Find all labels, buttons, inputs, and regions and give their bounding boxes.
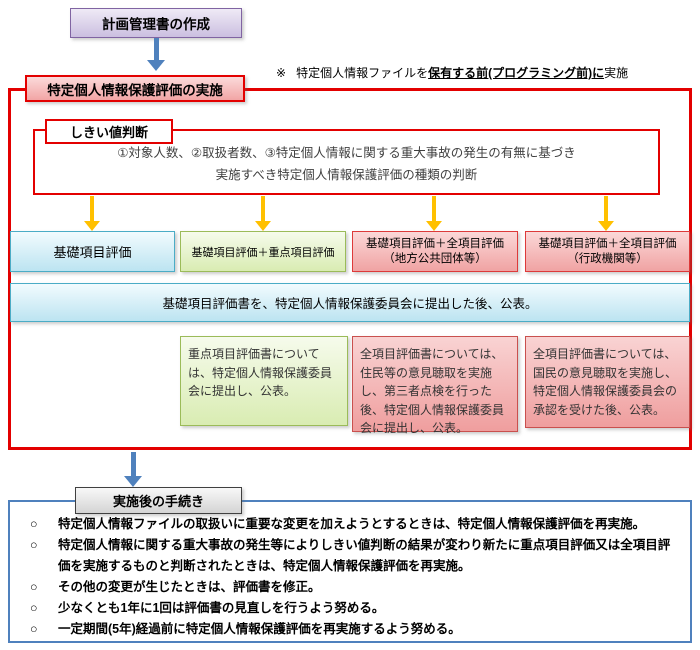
- plan-document-box: 計画管理書の作成: [70, 8, 242, 38]
- down-arrow-icon: [84, 196, 100, 231]
- circle-marker-icon: ○: [30, 622, 38, 636]
- threshold-line2: 実施すべき特定個人情報保護評価の種類の判断: [215, 167, 478, 182]
- detail-box-full-local: 全項目評価書については、住民等の意見聴取を実施し、第三者点検を行った後、特定個人…: [352, 336, 518, 435]
- circle-marker-icon: ○: [30, 517, 38, 531]
- arrow-stem: [261, 196, 265, 221]
- detail-full-gov-text: 全項目評価書については、国民の意見聴取を実施し、特定個人情報保護委員会の承認を受…: [533, 347, 678, 417]
- list-item: ○ 一定期間(5年)経過前に特定個人情報保護評価を再実施するよう努める。: [30, 619, 682, 640]
- down-arrow-icon: [598, 196, 614, 231]
- result-full-local-line1: 基礎項目評価＋全項目評価: [366, 237, 504, 250]
- note-suffix: 実施: [604, 66, 629, 80]
- post-procedure-list: ○ 特定個人情報ファイルの取扱いに重要な変更を加えようとするときは、特定個人情報…: [30, 514, 682, 640]
- threshold-label-box: しきい値判断: [45, 119, 173, 144]
- result-full-gov-line1: 基礎項目評価＋全項目評価: [538, 237, 677, 250]
- detail-box-priority: 重点項目評価書については、特定個人情報保護委員会に提出し、公表。: [180, 336, 348, 426]
- arrow-stem: [130, 452, 136, 476]
- publish-basic-box: 基礎項目評価書を、特定個人情報保護委員会に提出した後、公表。: [10, 283, 690, 322]
- assessment-title-box: 特定個人情報保護評価の実施: [25, 75, 245, 102]
- result-full-local-line2: （地方公共団体等）: [383, 252, 487, 265]
- arrow-stem: [153, 38, 159, 60]
- result-box-full-local: 基礎項目評価＋全項目評価 （地方公共団体等）: [352, 231, 518, 272]
- result-box-full-gov: 基礎項目評価＋全項目評価 （行政機関等）: [525, 231, 690, 272]
- post-procedure-title-box: 実施後の手続き: [75, 487, 242, 514]
- circle-marker-icon: ○: [30, 580, 38, 594]
- list-item-text: 特定個人情報に関する重大事故の発生等によりしきい値判断の結果が変わり新たに重点項…: [58, 538, 671, 573]
- detail-box-full-gov: 全項目評価書については、国民の意見聴取を実施し、特定個人情報保護委員会の承認を受…: [525, 336, 690, 428]
- result-box-basic: 基礎項目評価: [10, 231, 175, 272]
- list-item: ○ その他の変更が生じたときは、評価書を修正。: [30, 577, 682, 598]
- list-item: ○ 特定個人情報に関する重大事故の発生等によりしきい値判断の結果が変わり新たに重…: [30, 535, 682, 577]
- result-basic-priority-label: 基礎項目評価＋重点項目評価: [191, 246, 335, 259]
- post-procedure-frame: [8, 500, 692, 643]
- arrow-head: [84, 221, 100, 231]
- note-prefix: 特定個人情報ファイルを: [296, 66, 429, 80]
- circle-marker-icon: ○: [30, 538, 38, 552]
- threshold-line1: ①対象人数、②取扱者数、③特定個人情報に関する重大事故の発生の有無に基づき: [117, 145, 576, 160]
- plan-document-label: 計画管理書の作成: [102, 17, 210, 32]
- arrow-head: [255, 221, 271, 231]
- list-item-text: 特定個人情報ファイルの取扱いに重要な変更を加えようとするときは、特定個人情報保護…: [58, 517, 646, 531]
- arrow-head: [598, 221, 614, 231]
- arrow-head: [124, 476, 142, 487]
- note-emphasis: 保有する前(プログラミング前)に: [428, 66, 605, 80]
- list-item-text: 一定期間(5年)経過前に特定個人情報保護評価を再実施するよう努める。: [58, 622, 461, 636]
- arrow-stem: [90, 196, 94, 221]
- threshold-label: しきい値判断: [69, 125, 148, 140]
- assessment-title-label: 特定個人情報保護評価の実施: [47, 82, 223, 98]
- result-basic-label: 基礎項目評価: [53, 245, 132, 260]
- arrow-stem: [604, 196, 608, 221]
- list-item: ○ 特定個人情報ファイルの取扱いに重要な変更を加えようとするときは、特定個人情報…: [30, 514, 682, 535]
- timing-note: ※ 特定個人情報ファイルを保有する前(プログラミング前)に実施: [276, 64, 628, 81]
- post-procedure-title-label: 実施後の手続き: [112, 494, 204, 509]
- detail-priority-text: 重点項目評価書については、特定個人情報保護委員会に提出し、公表。: [188, 347, 333, 399]
- result-full-gov-line2: （行政機関等）: [567, 252, 648, 265]
- list-item: ○ 少なくとも1年に1回は評価書の見直しを行うよう努める。: [30, 598, 682, 619]
- down-arrow-icon: [147, 38, 165, 71]
- list-item-text: その他の変更が生じたときは、評価書を修正。: [58, 580, 321, 594]
- note-marker: ※: [276, 66, 287, 80]
- result-box-basic-priority: 基礎項目評価＋重点項目評価: [180, 231, 346, 272]
- down-arrow-icon: [255, 196, 271, 231]
- arrow-head: [426, 221, 442, 231]
- circle-marker-icon: ○: [30, 601, 38, 615]
- arrow-stem: [432, 196, 436, 221]
- list-item-text: 少なくとも1年に1回は評価書の見直しを行うよう努める。: [58, 601, 385, 615]
- publish-basic-label: 基礎項目評価書を、特定個人情報保護委員会に提出した後、公表。: [162, 297, 538, 311]
- arrow-head: [147, 60, 165, 71]
- detail-full-local-text: 全項目評価書については、住民等の意見聴取を実施し、第三者点検を行った後、特定個人…: [360, 347, 505, 436]
- down-arrow-icon: [124, 452, 142, 487]
- down-arrow-icon: [426, 196, 442, 231]
